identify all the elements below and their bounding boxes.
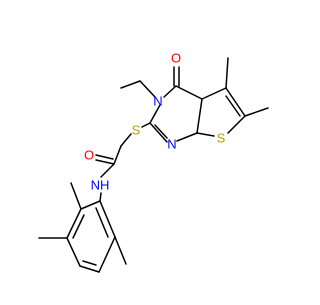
atom-s-thiophene: S xyxy=(217,131,226,146)
bond-n3-c2 xyxy=(149,104,161,124)
bond-c4a-c4 xyxy=(175,85,203,100)
bond-co-o xyxy=(95,159,115,165)
bond-c5-methyl xyxy=(225,57,229,89)
bond-c6-s xyxy=(227,115,246,134)
bond-ch2-co xyxy=(113,145,122,165)
bond-ar-c1-c2 xyxy=(80,200,101,210)
bond-ar-c6-c1-inner xyxy=(95,207,109,238)
bond-co-nh xyxy=(100,163,115,178)
bond-layer xyxy=(38,57,269,273)
molecule-structure: O N N S S O NH xyxy=(38,51,269,273)
bond-s-c7a xyxy=(196,132,215,137)
atom-n-ring-lower: N xyxy=(167,137,176,152)
bond-c7a-c4a xyxy=(196,98,203,134)
atom-nh-amide: NH xyxy=(91,178,110,193)
bond-s-ch2 xyxy=(120,133,132,147)
bond-c2-n1-inner xyxy=(154,124,168,139)
atom-o-amide: O xyxy=(84,148,94,163)
bond-ar-c5-c6 xyxy=(98,236,116,273)
bond-n1-c7a xyxy=(176,132,198,142)
atom-o-ring-carbonyl: O xyxy=(171,51,181,66)
atom-label-layer: O N N S S O NH xyxy=(84,51,226,193)
bond-c5-c6-inner xyxy=(225,95,241,117)
bond-ar-c3-c4 xyxy=(66,237,81,267)
bond-ch2-ch3 xyxy=(120,80,141,89)
bond-ar-methyl-lower xyxy=(114,236,127,265)
bond-ar-c2-c3 xyxy=(66,208,82,239)
bond-c2-s xyxy=(141,122,151,128)
bond-n3-ch2 xyxy=(139,80,156,98)
bond-ar-c4-c5-inner xyxy=(82,260,97,266)
atom-n-ring-upper: N xyxy=(153,94,162,109)
bond-ar-c2-c3-inner xyxy=(72,214,85,239)
bond-nh-aryl xyxy=(99,192,102,202)
bond-ar-c4-c5 xyxy=(79,265,100,273)
bond-c6-methyl xyxy=(244,107,269,117)
bond-co-o-double xyxy=(95,154,114,160)
molecule-diagram: O N N S S O NH xyxy=(38,51,269,273)
bond-ar-methyl-upper xyxy=(70,182,82,210)
bond-ar-c6-c1 xyxy=(99,200,116,238)
bond-c4a-c5 xyxy=(201,87,227,100)
bond-c2-n1 xyxy=(149,122,168,143)
atom-s-thioether: S xyxy=(132,123,141,138)
bond-c4-n3 xyxy=(163,85,177,98)
bond-c5-c6 xyxy=(225,87,246,117)
